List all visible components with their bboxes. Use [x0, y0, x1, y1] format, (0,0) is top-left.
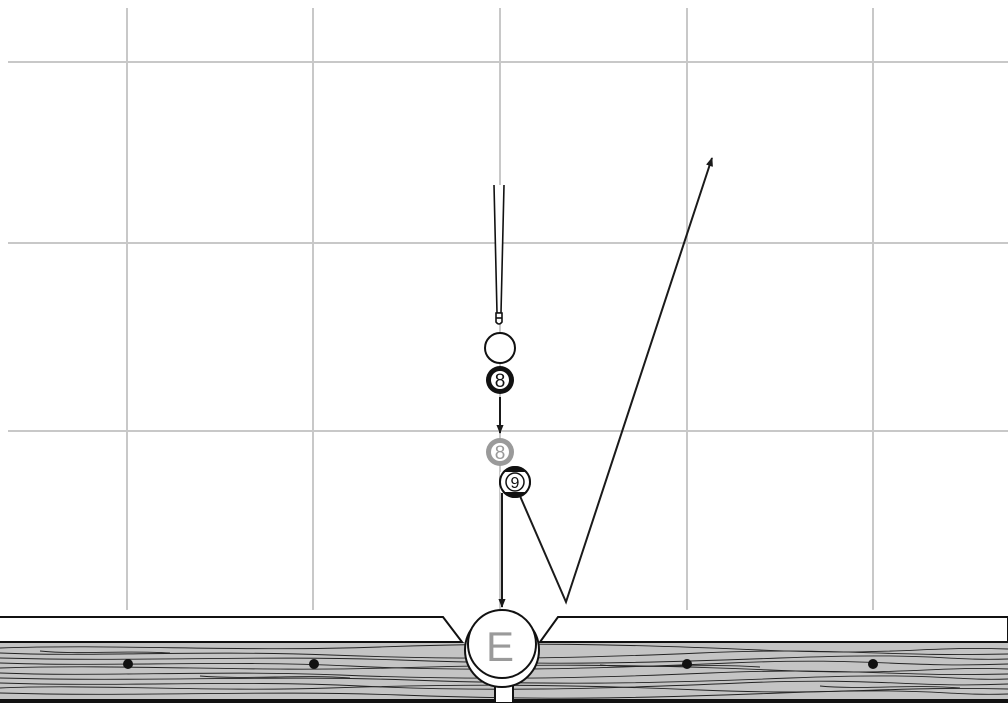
- eight-ball-number: 8: [495, 371, 506, 392]
- pocket-label: E: [486, 623, 514, 670]
- cue-stick-icon: [494, 185, 504, 324]
- left-cushion: [0, 617, 462, 642]
- cue-ball-path-arrow: [520, 158, 712, 602]
- eight-ball: 8: [486, 366, 514, 394]
- nine-ball: 9: [500, 467, 530, 497]
- shot-lines: [500, 158, 712, 607]
- eight-ball-ghost-number: 8: [495, 443, 506, 464]
- cue-ball: [485, 333, 515, 363]
- rail-diamond-icon: [868, 659, 878, 669]
- table-grid: [8, 8, 1008, 610]
- nine-ball-number: 9: [511, 475, 520, 492]
- right-cushion: [540, 617, 1008, 642]
- rail-diamond-icon: [682, 659, 692, 669]
- rail-diamond-icon: [309, 659, 319, 669]
- rail-diamond-icon: [123, 659, 133, 669]
- eight-ball-ghost: 8: [486, 438, 514, 466]
